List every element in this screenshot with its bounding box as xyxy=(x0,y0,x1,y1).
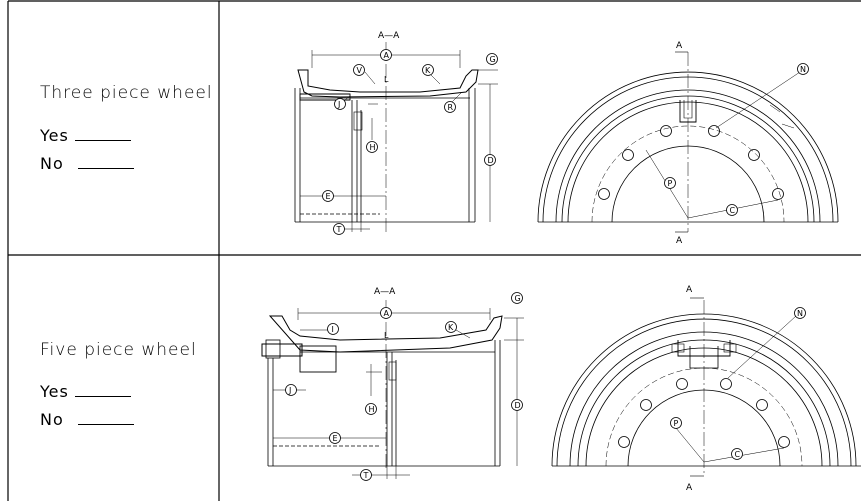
dim-l-label: L xyxy=(384,331,389,340)
svg-text:L: L xyxy=(384,331,389,340)
cut-label-bottom: A xyxy=(676,236,683,246)
svg-text:N: N xyxy=(800,65,806,74)
dim-c-callout: C xyxy=(726,204,738,216)
yes-blank-line[interactable] xyxy=(74,395,131,397)
svg-text:D: D xyxy=(488,156,494,165)
svg-text:K: K xyxy=(425,66,431,75)
dim-i-callout: I xyxy=(327,323,339,335)
svg-text:V: V xyxy=(357,66,363,75)
dim-a-callout: A xyxy=(380,49,392,61)
dim-k-callout: K xyxy=(445,321,457,333)
svg-text:E: E xyxy=(326,192,331,201)
svg-text:A: A xyxy=(676,236,683,246)
svg-text:P: P xyxy=(668,179,673,188)
five-piece-no-option[interactable]: No xyxy=(40,410,134,429)
dim-a-callout: A xyxy=(380,307,392,319)
svg-text:A: A xyxy=(384,309,390,318)
dim-g-callout: G xyxy=(486,53,498,65)
svg-text:T: T xyxy=(336,225,342,234)
svg-text:A: A xyxy=(676,41,683,51)
dim-n-callout: N xyxy=(794,307,806,319)
dim-h-callout: H xyxy=(366,141,378,153)
svg-text:J: J xyxy=(337,100,340,109)
svg-text:A: A xyxy=(686,483,693,493)
dim-t-callout: T xyxy=(360,469,372,481)
dim-n-callout: N xyxy=(797,63,809,75)
dim-r-callout: R xyxy=(444,101,456,113)
five-piece-front-view: A A N P C xyxy=(551,285,861,493)
table-grid xyxy=(7,0,861,501)
cut-label-top: A xyxy=(686,285,693,295)
dim-h-callout: H xyxy=(365,403,377,415)
dim-p-callout: P xyxy=(670,417,682,429)
dim-d-callout: D xyxy=(511,399,523,411)
cut-label-bottom: A xyxy=(686,483,693,493)
svg-text:R: R xyxy=(448,103,454,112)
svg-text:J: J xyxy=(288,386,291,395)
svg-text:A: A xyxy=(686,285,693,295)
dim-e-callout: E xyxy=(329,432,341,444)
dim-v-callout: V xyxy=(353,64,365,76)
yes-label: Yes xyxy=(40,382,69,401)
yes-blank-line[interactable] xyxy=(74,139,131,141)
svg-text:H: H xyxy=(369,405,375,414)
three-piece-section-view: A—A A V L K G J R H D E T xyxy=(294,31,498,235)
dim-c-callout: C xyxy=(731,448,743,460)
svg-text:G: G xyxy=(515,294,521,303)
five-piece-section-view: A—A A I L K G J H D E T xyxy=(261,287,524,481)
dim-k-callout: K xyxy=(422,64,434,76)
svg-text:K: K xyxy=(448,323,454,332)
svg-text:I: I xyxy=(332,325,334,334)
three-piece-yes-option[interactable]: Yes xyxy=(40,126,131,145)
svg-text:P: P xyxy=(674,419,679,428)
dim-g-callout: G xyxy=(511,292,523,304)
svg-text:C: C xyxy=(730,206,736,215)
five-piece-wheel-title: Five piece wheel xyxy=(40,340,197,360)
dim-j-callout: J xyxy=(334,98,346,110)
no-label: No xyxy=(40,410,64,429)
svg-text:N: N xyxy=(797,309,803,318)
no-label: No xyxy=(40,154,64,173)
section-label: A—A xyxy=(374,287,396,297)
no-blank-line[interactable] xyxy=(77,167,134,169)
svg-text:T: T xyxy=(363,471,369,480)
svg-text:A: A xyxy=(384,51,390,60)
svg-text:E: E xyxy=(333,434,338,443)
svg-text:C: C xyxy=(735,450,741,459)
svg-text:G: G xyxy=(490,55,496,64)
svg-text:H: H xyxy=(370,143,376,152)
dim-e-callout: E xyxy=(322,190,334,202)
three-piece-front-view: A A N P C xyxy=(537,41,839,246)
svg-text:A—A: A—A xyxy=(374,287,396,297)
three-piece-no-option[interactable]: No xyxy=(40,154,134,173)
dim-j-callout: J xyxy=(285,384,297,396)
no-blank-line[interactable] xyxy=(77,423,134,425)
dim-p-callout: P xyxy=(664,177,676,189)
five-piece-yes-option[interactable]: Yes xyxy=(40,382,131,401)
dim-t-callout: T xyxy=(333,223,345,235)
section-label: A—A xyxy=(378,31,400,41)
svg-text:A—A: A—A xyxy=(378,31,400,41)
yes-label: Yes xyxy=(40,126,69,145)
cut-label-top: A xyxy=(676,41,683,51)
dim-d-callout: D xyxy=(484,154,496,166)
svg-text:L: L xyxy=(384,75,389,84)
dim-l-label: L xyxy=(384,75,389,84)
three-piece-wheel-title: Three piece wheel xyxy=(40,83,213,103)
svg-text:D: D xyxy=(515,401,521,410)
